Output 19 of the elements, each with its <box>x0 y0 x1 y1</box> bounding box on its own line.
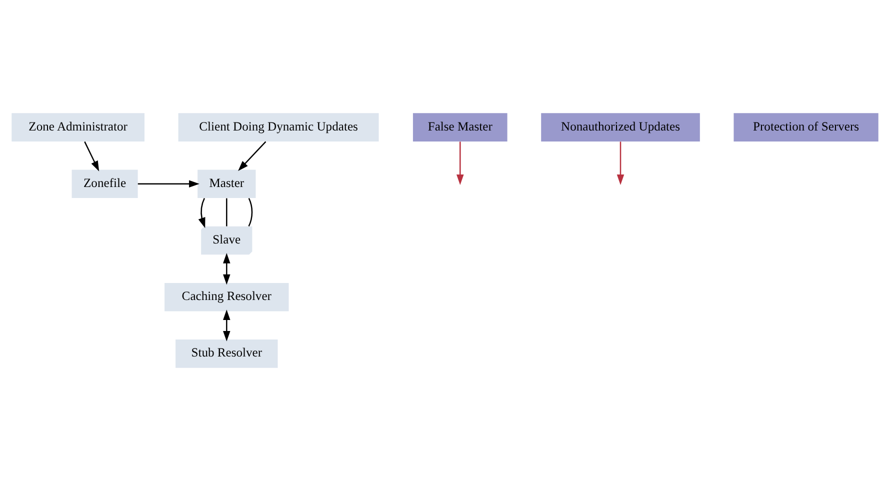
arrow <box>138 180 200 188</box>
node-box: Master <box>198 170 256 198</box>
node-box: Nonauthorized Updates <box>541 113 700 142</box>
arrow <box>238 141 266 172</box>
node-box: Client Doing Dynamic Updates <box>178 113 379 142</box>
node-box: Caching Resolver <box>164 282 289 312</box>
arrow <box>223 252 230 285</box>
arrow <box>84 141 100 172</box>
arrow <box>456 142 464 185</box>
node-box: Stub Resolver <box>176 340 278 368</box>
arrow <box>198 198 206 228</box>
node-box: Zone Administrator <box>12 113 144 142</box>
node-box: Zonefile <box>72 170 138 198</box>
node-box: False Master <box>412 113 508 142</box>
arrow <box>616 142 624 185</box>
node-box: Protection of Servers <box>734 113 878 142</box>
connector <box>248 198 253 227</box>
connector <box>226 198 228 226</box>
arrow <box>223 310 230 342</box>
